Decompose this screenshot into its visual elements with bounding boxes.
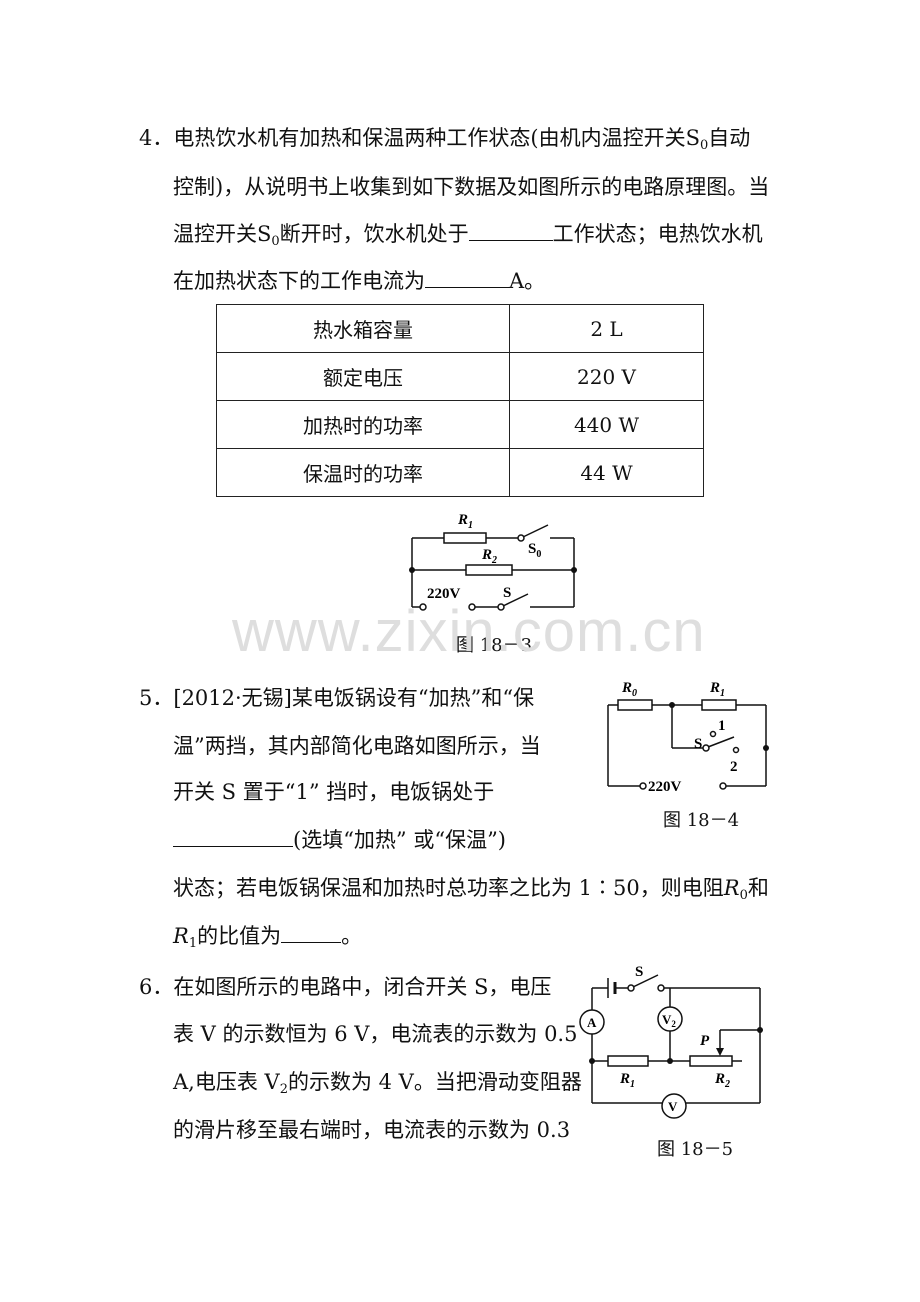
terminal-2 (732, 746, 740, 754)
q5-number: 5． (139, 686, 174, 710)
junction-dot (409, 567, 415, 573)
answer-blank[interactable] (281, 924, 342, 943)
junction-dot (669, 702, 675, 708)
resistor-r1 (443, 532, 487, 544)
circuit-diagram-18-4: R0 R1 1 S 2 220V (607, 680, 769, 795)
resistor-r1 (607, 1055, 649, 1067)
voltage-label: 220V (648, 779, 682, 795)
q5-line-3: 开关 S 置于“1” 挡时，电饭锅处于 (173, 780, 495, 804)
q4-line-2: 控制)，从说明书上收集到如下数据及如图所示的电路原理图。当 (173, 175, 770, 199)
svg-text:S: S (694, 736, 702, 752)
svg-text:S: S (635, 964, 643, 980)
q6-number: 6． (139, 975, 174, 999)
voltmeter-v (661, 1093, 687, 1119)
q5-line-1: 5．[2012·无锡]某电饭锅设有“加热”和“保 (139, 686, 535, 710)
junction-dot (757, 1027, 763, 1033)
svg-text:S: S (503, 585, 511, 601)
watermark: www.zixin.com.cn (232, 599, 706, 664)
junction-dot (667, 1058, 673, 1064)
q4-line-1: 4．电热饮水机有加热和保温两种工作状态(由机内温控开关S0自动 (139, 126, 751, 153)
resistor-r0 (617, 699, 653, 711)
q5-line-5: 状态；若电饭锅保温和加热时总功率之比为 1∶50，则电阻R0和 (173, 876, 769, 903)
q5-line-2: 温”两挡，其内部简化电路如图所示，当 (173, 734, 541, 758)
circuit-diagram-18-5: S A V2 P R1 R2 V (579, 964, 763, 1119)
switch-terminal (517, 534, 525, 542)
answer-blank[interactable] (173, 828, 293, 847)
resistor-r2 (689, 1055, 733, 1067)
q5-line-4: (选填“加热” 或“保温”) (173, 828, 506, 852)
junction-dot (589, 1058, 595, 1064)
q6-line-4: 的滑片移至最右端时，电流表的示数为 0.3 (173, 1118, 571, 1142)
figure-caption: 图 18－4 (663, 810, 740, 831)
resistor-r1 (701, 699, 737, 711)
svg-text:R2: R2 (481, 547, 497, 566)
svg-text:R1: R1 (619, 1071, 635, 1090)
junction-dot (571, 567, 577, 573)
figure-caption: 图 18－3 (456, 635, 533, 656)
answer-blank[interactable] (425, 269, 509, 288)
junction-dot (763, 745, 769, 751)
svg-text:2: 2 (730, 759, 738, 775)
voltage-label: 220V (427, 586, 461, 602)
q4-number: 4． (139, 126, 174, 150)
svg-text:P: P (700, 1033, 710, 1049)
switch-s-lever (502, 593, 529, 607)
answer-blank[interactable] (468, 222, 553, 241)
resistor-r2 (465, 564, 513, 576)
slider-arrow-icon (716, 1048, 724, 1056)
q4-line-3: 温控开关S0断开时，饮水机处于工作状态；电热饮水机 (173, 222, 763, 249)
q6-line-3: A,电压表 V2的示数为 4 V。当把滑动变阻器 (173, 1070, 582, 1097)
figure-caption: 图 18－5 (657, 1139, 734, 1160)
terminal-1 (709, 730, 717, 738)
q5-line-6: R1的比值为。 (173, 924, 363, 951)
svg-text:S0: S0 (528, 541, 541, 560)
svg-text:R1: R1 (709, 680, 725, 699)
circuit-diagram-18-3: R1 S0 R2 220V S (409, 512, 577, 611)
switch-s-lever (707, 736, 735, 748)
svg-text:V: V (668, 1099, 678, 1114)
switch-s-lever (632, 974, 659, 988)
svg-text:R1: R1 (457, 512, 473, 531)
svg-text:V2: V2 (662, 1012, 676, 1029)
q6-line-1: 6．在如图所示的电路中，闭合开关 S，电压 (139, 975, 552, 999)
svg-text:R2: R2 (714, 1071, 730, 1090)
switch-s0-lever (522, 524, 549, 538)
svg-text:A: A (587, 1015, 597, 1030)
svg-text:R0: R0 (621, 680, 637, 699)
q6-line-2: 表 V 的示数恒为 6 V，电流表的示数为 0.5 (173, 1022, 578, 1046)
svg-text:1: 1 (718, 718, 726, 734)
